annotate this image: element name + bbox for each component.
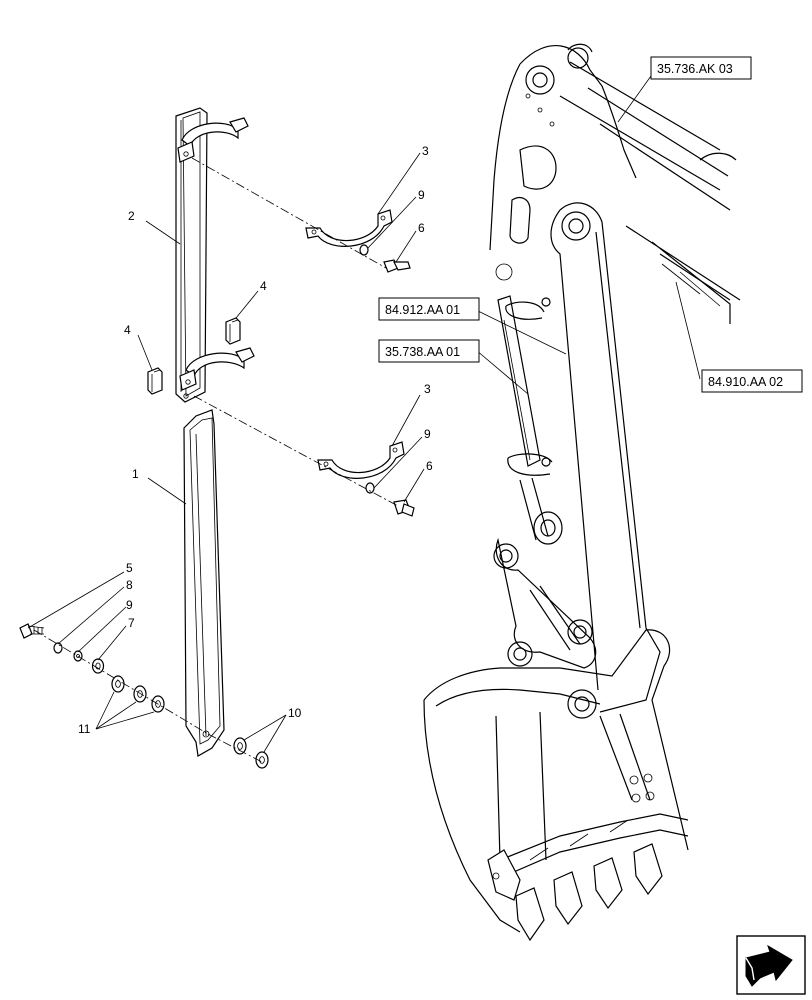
callout-2: 2 (128, 209, 135, 223)
bucket (423, 629, 689, 942)
upper-bracket-part-2 (175, 107, 255, 403)
reference-box-35-736[interactable]: 35.736.AK 03 (650, 56, 752, 80)
callout-numbers: 2 3 9 6 4 4 3 9 6 1 5 8 9 7 11 10 (78, 144, 433, 736)
callout-1: 1 (132, 467, 139, 481)
reference-label: 84.912.AA 01 (385, 303, 460, 317)
reference-label: 84.910.AA 02 (708, 375, 783, 389)
reference-label: 35.736.AK 03 (657, 62, 733, 76)
callout-4-right: 4 (260, 279, 267, 293)
reference-box-84-910[interactable]: 84.910.AA 02 (701, 369, 803, 393)
assembly-axes (33, 157, 399, 763)
callout-10: 10 (288, 706, 302, 720)
reference-box-35-738[interactable]: 35.738.AA 01 (378, 339, 480, 363)
callout-4-left: 4 (124, 323, 131, 337)
washer-part-8 (53, 642, 63, 654)
callout-9-upper: 9 (418, 188, 425, 202)
callout-3-lower: 3 (424, 382, 431, 396)
callout-6-lower: 6 (426, 459, 433, 473)
clip-part-4-left (147, 367, 163, 395)
reference-box-84-912[interactable]: 84.912.AA 01 (378, 297, 480, 321)
shims-part-11 (111, 675, 165, 713)
callout-8: 8 (126, 578, 133, 592)
reference-label: 35.738.AA 01 (385, 345, 460, 359)
washer-part-9-upper (359, 244, 369, 256)
clamp-part-3-lower (317, 441, 405, 479)
callout-11: 11 (78, 722, 91, 736)
leader-lines (27, 68, 701, 753)
washer-part-9-lower (365, 482, 375, 494)
shims-part-10 (233, 737, 269, 769)
callout-6-upper: 6 (418, 221, 425, 235)
clamp-part-3-upper (305, 209, 393, 247)
excavator-arm (423, 43, 741, 942)
clip-part-4-right (225, 317, 241, 345)
callout-5: 5 (126, 561, 133, 575)
callout-7: 7 (128, 616, 135, 630)
callout-9-lower: 9 (424, 427, 431, 441)
bolt-part-6-upper (383, 259, 411, 273)
callout-9-left: 9 (126, 598, 133, 612)
bolt-part-6-lower (393, 499, 415, 517)
callout-3-upper: 3 (422, 144, 429, 158)
arrow-next-icon[interactable] (736, 935, 806, 995)
washer-part-7 (91, 658, 105, 674)
guard-plate-part-1 (183, 409, 225, 757)
